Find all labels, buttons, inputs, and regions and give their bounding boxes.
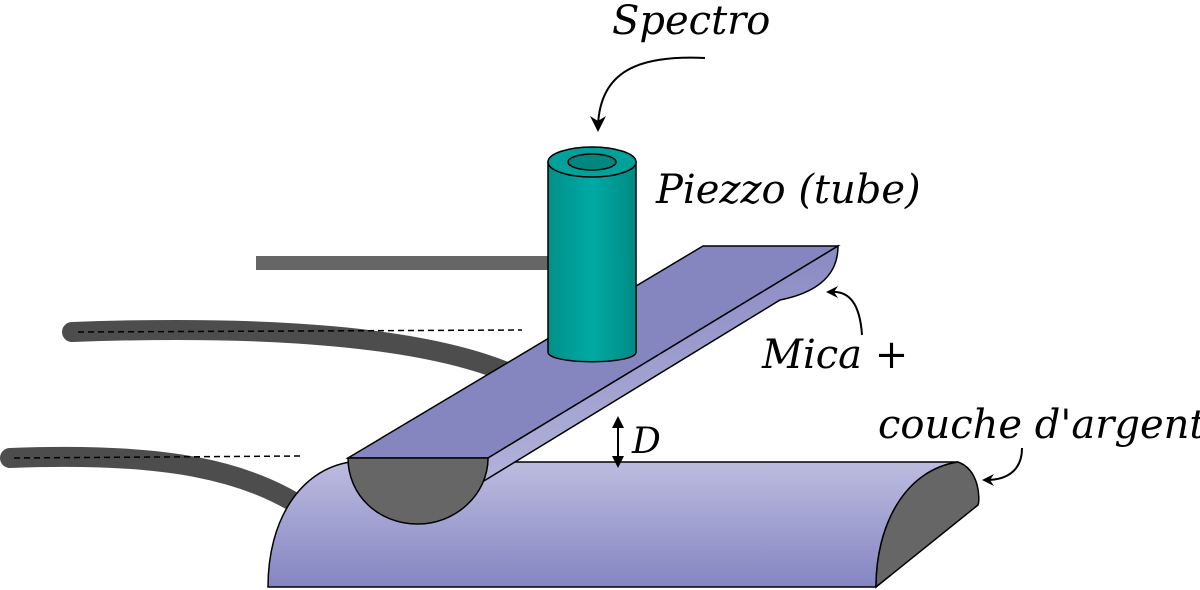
piezzo-label: Piezzo (tube) xyxy=(655,167,921,213)
spectro-arrowhead xyxy=(590,116,606,132)
gap-arrowhead-top xyxy=(612,416,624,428)
mica-arrow xyxy=(829,290,863,336)
upper-rod xyxy=(62,319,530,388)
mica-arrowhead xyxy=(826,286,838,298)
argent-label: couche d'argent xyxy=(878,402,1200,448)
lower-rod xyxy=(0,446,330,530)
spectro-label: Spectro xyxy=(612,0,770,44)
argent-arrowhead xyxy=(982,474,994,486)
argent-arrow xyxy=(985,447,1023,481)
bottom-cylinder-end xyxy=(875,461,980,589)
gap-label: D xyxy=(631,421,661,462)
lower-rod-axis xyxy=(13,455,301,459)
spectro-arrow xyxy=(597,56,706,127)
upper-rod-axis xyxy=(77,329,523,333)
support-arm xyxy=(256,256,556,270)
top-cylinder-end xyxy=(347,457,489,525)
mica-label: Mica + xyxy=(761,332,908,378)
gap-arrowhead-bottom xyxy=(612,456,624,468)
piezo-tube xyxy=(547,146,637,363)
